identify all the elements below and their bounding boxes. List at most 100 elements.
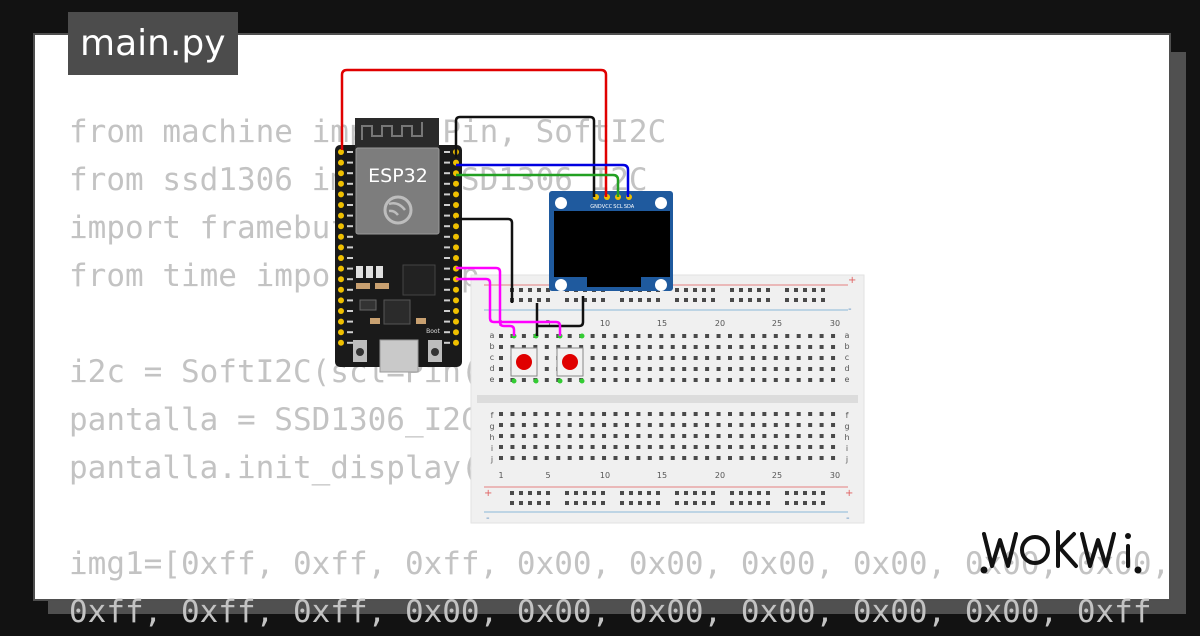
wire-vcc[interactable] xyxy=(340,68,608,197)
push-button-cap[interactable] xyxy=(562,354,578,370)
breadboard-hole xyxy=(750,334,755,338)
breadboard-hole xyxy=(682,345,687,349)
row-letter: h xyxy=(844,433,849,442)
push-button-2[interactable] xyxy=(556,347,584,377)
boot-button-label: Boot xyxy=(426,328,440,335)
breadboard-hole xyxy=(762,456,767,460)
breadboard-hole xyxy=(636,456,641,460)
breadboard-hole xyxy=(544,412,549,416)
row-letter: g xyxy=(844,422,849,431)
rail-hole xyxy=(656,491,660,495)
boot-button-cap[interactable] xyxy=(431,348,439,356)
breadboard-hole xyxy=(739,434,744,438)
breadboard-hole xyxy=(544,445,549,449)
breadboard-hole xyxy=(567,456,572,460)
breadboard-hole xyxy=(682,434,687,438)
breadboard-hole xyxy=(762,367,767,371)
push-button-1[interactable] xyxy=(510,347,538,377)
breadboard-hole xyxy=(762,334,767,338)
rail-hole xyxy=(546,501,550,505)
esp32-pin xyxy=(453,202,459,208)
esp32-pin xyxy=(453,212,459,219)
breadboard-hole xyxy=(510,345,515,349)
breadboard-hole xyxy=(705,445,710,449)
breadboard-hole xyxy=(808,423,813,427)
esp32-pin-label-mark xyxy=(444,246,450,249)
esp32-pin xyxy=(338,191,344,198)
file-tab-main-py[interactable]: main.py xyxy=(68,12,238,75)
rail-hole xyxy=(730,288,734,292)
oled-mount-hole xyxy=(555,279,567,291)
en-button-cap[interactable] xyxy=(356,348,364,356)
breadboard-hole xyxy=(624,423,629,427)
wokwi-logo-icon[interactable] xyxy=(978,524,1150,580)
esp32-pin-label-mark xyxy=(444,204,450,206)
rail-hole xyxy=(675,501,679,505)
esp32-pin-label-mark xyxy=(444,310,450,312)
breadboard-hole xyxy=(579,445,584,449)
breadboard-hole xyxy=(785,356,790,360)
breadboard-hole xyxy=(808,412,813,416)
wire-scl[interactable] xyxy=(456,163,630,197)
breadboard-hole xyxy=(728,445,732,449)
wire-gnd-breadboard[interactable] xyxy=(456,217,514,303)
oled-display[interactable]: GND VCC SCL SDA xyxy=(549,191,673,291)
esp32-pin-label-mark xyxy=(347,193,353,196)
breadboard-hole xyxy=(613,412,618,416)
breadboard-hole xyxy=(693,445,698,449)
breadboard-hole xyxy=(819,412,824,416)
wire-button2[interactable] xyxy=(456,277,562,336)
wire-gnd-oled[interactable] xyxy=(454,115,596,197)
oled-pin-label-sda: SDA xyxy=(624,204,635,210)
code-line: pantalla.init_display() xyxy=(69,450,499,486)
breadboard-hole xyxy=(773,367,778,371)
wire-button1[interactable] xyxy=(456,266,516,336)
breadboard-hole xyxy=(579,434,584,438)
breadboard-hole xyxy=(510,412,515,416)
breadboard-hole xyxy=(785,378,790,382)
row-letter: f xyxy=(846,411,849,420)
push-button-cap[interactable] xyxy=(516,354,532,370)
esp32-pin-label-mark xyxy=(347,299,353,302)
wire-sda[interactable] xyxy=(456,173,620,197)
wire-gnd-button2[interactable] xyxy=(537,296,585,328)
breadboard-hole xyxy=(682,456,687,460)
rail-hole xyxy=(638,491,642,495)
breadboard-hole xyxy=(739,345,744,349)
breadboard-hole xyxy=(556,423,561,427)
breadboard-hole xyxy=(739,445,744,449)
oled-mount-hole xyxy=(655,279,667,291)
breadboard-hole xyxy=(659,356,664,360)
breadboard-hole xyxy=(624,434,629,438)
breadboard-hole xyxy=(636,345,641,349)
breadboard-hole xyxy=(647,367,652,371)
column-number: 20 xyxy=(715,471,725,480)
breadboard-hole xyxy=(750,378,755,382)
breadboard-hole xyxy=(670,456,675,460)
oled-pin-label-scl: SCL xyxy=(613,204,623,210)
breadboard-hole xyxy=(796,356,801,360)
breadboard-hole xyxy=(705,456,710,460)
breadboard-hole xyxy=(831,334,836,338)
breadboard-hole xyxy=(716,434,721,438)
esp32-pin xyxy=(453,223,459,230)
esp32-board[interactable]: ESP32 Boot xyxy=(335,118,462,373)
rail-hole xyxy=(565,491,569,495)
rail-hole xyxy=(803,298,807,302)
rail-plus-label: + xyxy=(484,488,492,499)
breadboard-hole xyxy=(602,378,607,382)
rail-hole xyxy=(638,501,642,505)
rail-hole xyxy=(794,298,798,302)
breadboard-hole xyxy=(567,434,572,438)
rail-hole xyxy=(565,501,569,505)
rail-plus-label: + xyxy=(848,275,856,286)
rail-hole xyxy=(757,501,761,505)
breadboard-hole xyxy=(670,345,675,349)
rail-hole xyxy=(702,298,706,302)
wires xyxy=(340,68,630,336)
breadboard-hole xyxy=(773,445,778,449)
breadboard-hole xyxy=(624,456,629,460)
breadboard-hole xyxy=(670,445,675,449)
breadboard-hole xyxy=(762,345,767,349)
breadboard-hole xyxy=(659,345,664,349)
